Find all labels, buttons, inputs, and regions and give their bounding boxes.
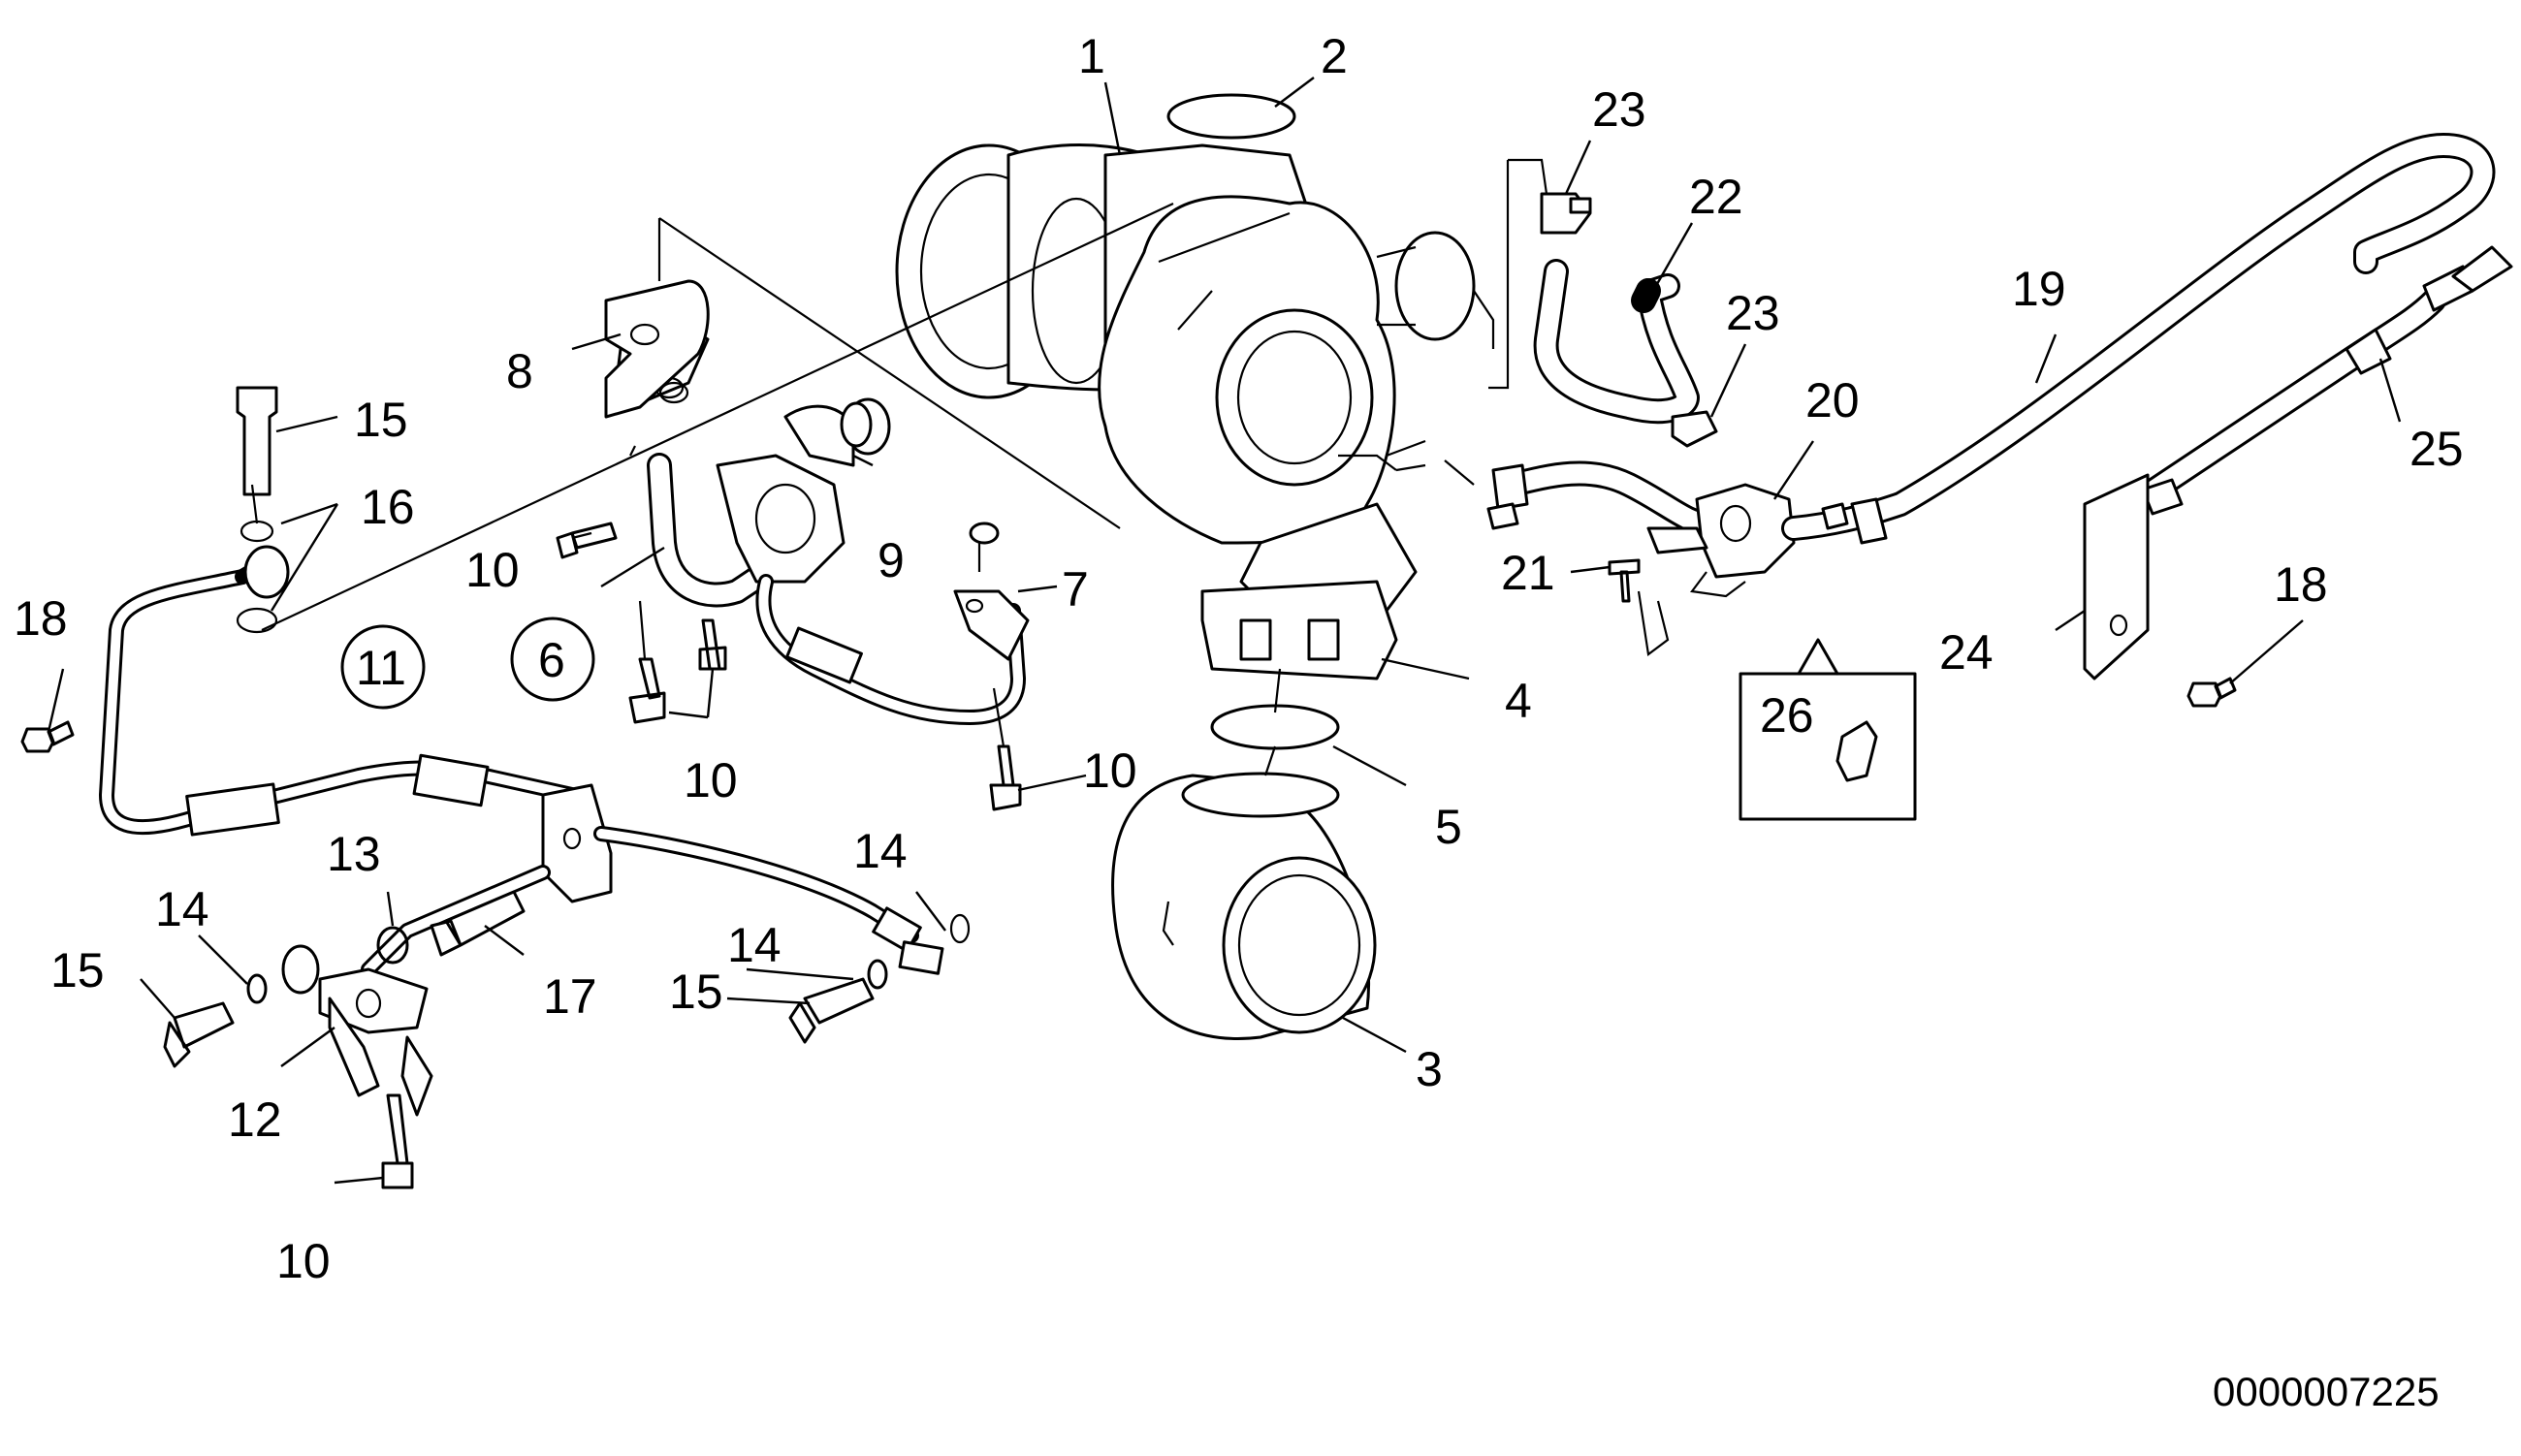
hose-22 [1533, 259, 1700, 425]
callout-24: 24 [1939, 625, 1994, 680]
gasket-8 [604, 279, 710, 419]
banjo-16 [236, 520, 290, 634]
callout-20: 20 [1805, 373, 1860, 427]
callout-10-c: 10 [1083, 744, 1137, 798]
leader-lines [47, 77, 2402, 1185]
bolt-21 [1608, 558, 1641, 603]
callout-10-d: 10 [276, 1234, 331, 1288]
bolt-18-left [20, 720, 75, 753]
bolt-18-right [2186, 677, 2237, 708]
bolt-10-b [628, 657, 666, 724]
callout-4: 4 [1505, 674, 1532, 728]
callout-1: 1 [1078, 29, 1105, 83]
callout-9: 9 [878, 533, 905, 587]
turbine-outlet-flange [1200, 580, 1398, 681]
callout-11: 11 [356, 641, 406, 695]
callout-3: 3 [1416, 1042, 1443, 1096]
bolt-15-middle [788, 977, 875, 1044]
hose-19 [1781, 133, 2496, 545]
banjo-bolt-17 [430, 890, 526, 957]
callout-14-b: 14 [853, 824, 908, 878]
turbocharger [895, 143, 1495, 622]
washer-14-left [246, 973, 268, 1004]
callout-8: 8 [506, 344, 533, 398]
gasket-ring-2 [1166, 93, 1296, 140]
callout-14-a: 14 [155, 882, 209, 936]
valve-20 [1646, 483, 1796, 598]
oil-pipe-right [593, 826, 971, 975]
bolt-10-a [556, 522, 618, 559]
callout-22: 22 [1689, 170, 1743, 224]
washer-13 [376, 926, 409, 965]
bolt-10-bottom [381, 1093, 414, 1189]
callout-15-a: 15 [354, 393, 408, 447]
oil-feed-line-11 [99, 554, 580, 837]
callout-25: 25 [2409, 422, 2464, 476]
callout-18-b: 18 [2274, 557, 2328, 612]
callout-5: 5 [1435, 800, 1462, 854]
callout-2: 2 [1321, 29, 1348, 83]
clamp-23-lower [1671, 410, 1718, 448]
oil-pipe-7 [755, 522, 1030, 725]
bolt-15-left [163, 1001, 235, 1068]
hose-turbo-valve [1486, 460, 1719, 536]
reference-number: 0000007225 [2213, 1369, 2440, 1414]
callout-10-b: 10 [684, 753, 738, 807]
circle-6 [510, 617, 595, 702]
bracket-24 [2083, 473, 2150, 681]
callout-15-c: 15 [669, 965, 723, 1019]
callout-21: 21 [1501, 546, 1555, 600]
callout-23-b: 23 [1726, 286, 1780, 340]
clamp-23-top [1540, 192, 1592, 235]
callout-12: 12 [228, 1092, 282, 1147]
callout-18-a: 18 [14, 591, 68, 646]
callout-15-b: 15 [50, 943, 105, 997]
callout-6: 6 [538, 633, 565, 687]
exhaust-elbow [1111, 772, 1377, 1040]
callout-labels: 1 2 3 4 5 6 7 8 9 10 10 10 10 11 12 13 1… [14, 29, 2464, 1288]
bolt-15-top [236, 386, 278, 496]
callout-16: 16 [361, 480, 415, 534]
detail-box-26 [1739, 638, 1917, 821]
callout-23-a: 23 [1592, 82, 1646, 137]
callout-14-c: 14 [727, 918, 782, 972]
bolt-10-c [698, 618, 727, 671]
callout-19: 19 [2012, 262, 2066, 316]
seal-9 [840, 401, 873, 448]
hose-25 [2121, 245, 2513, 517]
callout-26: 26 [1760, 688, 1814, 743]
circle-11 [340, 624, 426, 710]
callout-10-a: 10 [465, 543, 520, 597]
callout-13: 13 [327, 827, 381, 881]
bolt-10-d [989, 744, 1022, 811]
callout-7: 7 [1062, 562, 1089, 617]
tee-block [541, 783, 613, 903]
callout-17: 17 [543, 969, 597, 1024]
washer-14-middle [867, 959, 888, 990]
